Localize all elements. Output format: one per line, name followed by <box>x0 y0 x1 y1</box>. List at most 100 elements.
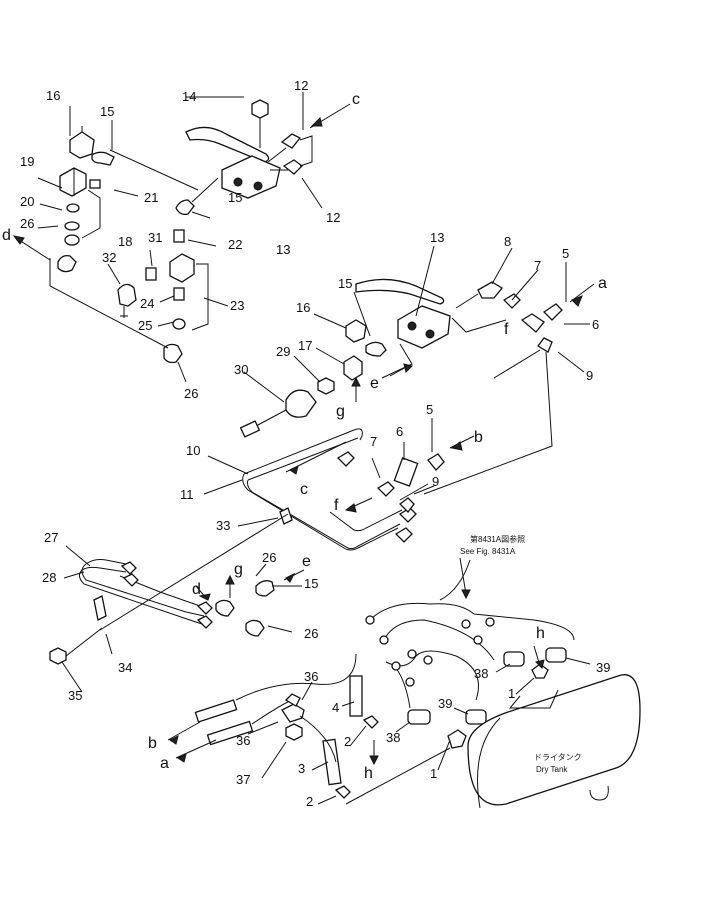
callout-31: 31 <box>148 230 162 245</box>
callout-2: 2 <box>344 734 351 749</box>
reference-jp: 第8431A図参照 <box>470 534 525 544</box>
letter-h-right: h <box>536 625 545 642</box>
letter-d-low: d <box>192 581 201 598</box>
part-9-elbow <box>537 337 553 353</box>
part-15-elbow-d <box>255 580 275 597</box>
right-brake-valve-group <box>239 278 563 495</box>
part-12-fitting-b <box>282 159 303 175</box>
callout-7-b: 7 <box>370 434 377 449</box>
lower-left-pipes-group <box>49 513 289 665</box>
part-6-fitting <box>520 313 545 333</box>
part-1-fitting-a <box>447 729 467 749</box>
part-30-connector <box>239 420 261 438</box>
part-9-elbow-b <box>399 497 415 513</box>
callout-15-c: 15 <box>338 276 352 291</box>
part-7-fitting-b <box>376 481 395 497</box>
letter-f-mid: f <box>334 497 339 514</box>
part-38-sensor-a <box>503 651 525 667</box>
callout-38-b: 38 <box>386 730 400 745</box>
callout-7: 7 <box>534 258 541 273</box>
part-17-tee <box>343 355 363 381</box>
part-13-brake-valve-b <box>397 305 451 349</box>
sensor-harness-group <box>365 559 641 809</box>
part-26-elbow-lower <box>163 343 183 364</box>
callout-21: 21 <box>144 190 158 205</box>
pipe-end-fitting-c <box>394 527 413 543</box>
callout-20: 20 <box>20 194 34 209</box>
part-12-fitting-a <box>280 133 302 149</box>
callout-37: 37 <box>236 772 250 787</box>
callout-29: 29 <box>276 344 290 359</box>
part-24-fitting <box>173 287 185 301</box>
callout-6: 6 <box>592 317 599 332</box>
callout-5-b: 5 <box>426 402 433 417</box>
callout-22: 22 <box>228 237 242 252</box>
callout-19: 19 <box>20 154 34 169</box>
callout-16-b: 16 <box>296 300 310 315</box>
part-8-elbow <box>477 281 503 299</box>
part-16-fitting <box>69 131 95 159</box>
letter-e-low: e <box>302 553 311 570</box>
callout-26-c: 26 <box>262 550 276 565</box>
callout-13: 13 <box>276 242 290 257</box>
part-25-ring <box>172 318 186 330</box>
pedal-lever-upper <box>185 126 270 163</box>
letter-c-top: c <box>352 91 360 108</box>
pedal-lever-right <box>355 278 445 305</box>
callout-6-b: 6 <box>396 424 403 439</box>
part-19-valve <box>59 167 87 197</box>
callout-26-b: 26 <box>184 386 198 401</box>
callout-11: 11 <box>180 487 194 502</box>
part-33-clamp <box>279 507 293 525</box>
letter-d-top: d <box>2 227 11 244</box>
callout-8: 8 <box>504 234 511 249</box>
tank-label-en: Dry Tank <box>536 765 568 774</box>
callout-24: 24 <box>140 296 154 311</box>
callout-16: 16 <box>46 88 60 103</box>
callout-1-b: 1 <box>430 766 437 781</box>
letter-f-top: f <box>504 321 509 338</box>
pipe-fitting-d <box>120 561 137 575</box>
part-26-elbow <box>57 254 77 273</box>
callout-10: 10 <box>186 443 200 458</box>
part-6-spacer <box>393 457 419 487</box>
part-26-ring <box>64 221 80 231</box>
callout-14: 14 <box>182 89 196 104</box>
callout-9-b: 9 <box>432 474 439 489</box>
part-36-clamp <box>281 703 305 723</box>
pipe-end-fitting-a <box>336 451 355 467</box>
pipe-fitting-f <box>196 601 213 615</box>
callout-27: 27 <box>44 530 58 545</box>
part-38-sensor-b <box>407 709 431 725</box>
letter-g-mid: g <box>336 403 345 420</box>
part-20-ring <box>66 203 80 213</box>
callout-26-a: 26 <box>20 216 34 231</box>
part-21-plug <box>89 179 101 189</box>
part-15-elbow-c <box>365 341 387 357</box>
hose-b <box>194 699 238 723</box>
callout-35: 35 <box>68 688 82 703</box>
part-16-fitting-b <box>345 319 367 343</box>
callout-36-b: 36 <box>236 733 250 748</box>
reference-en: See Fig. 8431A <box>460 547 516 556</box>
part-7-fitting <box>502 293 521 309</box>
letter-c-mid: c <box>300 481 308 498</box>
tank-label-jp: ドライタンク <box>534 753 582 762</box>
part-36-clamp-b <box>284 693 301 707</box>
callout-13-b: 13 <box>430 230 444 245</box>
part-15-elbow <box>91 151 115 166</box>
pipe-fitting-e <box>122 573 139 587</box>
part-29-fitting <box>317 377 335 395</box>
callout-labels: 16 15 14 12 c 19 21 20 26 d 18 15 12 31 … <box>2 78 610 809</box>
callout-3: 3 <box>298 761 305 776</box>
part-30-switch <box>285 389 317 418</box>
callout-17: 17 <box>298 338 312 353</box>
part-26-ring-b <box>64 234 80 246</box>
callout-30: 30 <box>234 362 248 377</box>
lower-hoses-group <box>194 653 451 805</box>
part-26-elbow-d <box>245 619 265 637</box>
callout-15-b: 15 <box>228 190 242 205</box>
callout-28: 28 <box>42 570 56 585</box>
callout-33: 33 <box>216 518 230 533</box>
callout-39: 39 <box>596 660 610 675</box>
